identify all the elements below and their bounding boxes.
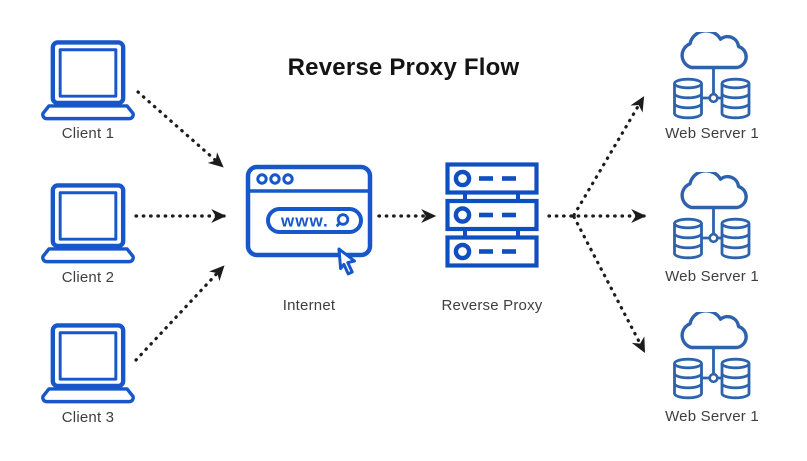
- arrow-client3-internet: [134, 265, 225, 362]
- internet-label: Internet: [282, 297, 336, 314]
- client3-label: Client 3: [61, 409, 115, 426]
- cursor-icon: [337, 247, 356, 276]
- web-server3-label: Web Server 1: [665, 408, 759, 425]
- client1-label: Client 1: [61, 125, 115, 142]
- web-server1-label: Web Server 1: [665, 125, 759, 142]
- browser-address-text: www.: [280, 212, 329, 231]
- arrow-proxy-server3: [572, 215, 646, 353]
- search-icon: [336, 213, 350, 226]
- web-server1-cloud-db-icon: [673, 32, 751, 120]
- arrow-client1-internet: [136, 90, 224, 168]
- web-server2-cloud-db-icon: [673, 172, 751, 260]
- search-icon-handle: [335, 222, 341, 228]
- internet-browser-icon: www.: [245, 164, 373, 276]
- web-server2-label: Web Server 1: [665, 268, 759, 285]
- client3-laptop-icon: [41, 323, 135, 404]
- reverse-proxy-label: Reverse Proxy: [441, 297, 543, 314]
- client2-label: Client 2: [61, 269, 115, 286]
- client2-laptop-icon: [41, 183, 135, 264]
- client1-laptop-icon: [41, 40, 135, 121]
- web-server3-cloud-db-icon: [673, 312, 751, 400]
- page-title: Reverse Proxy Flow: [287, 54, 520, 81]
- arrow-proxy-server1: [572, 96, 645, 217]
- reverse-proxy-server-icon: [445, 162, 539, 268]
